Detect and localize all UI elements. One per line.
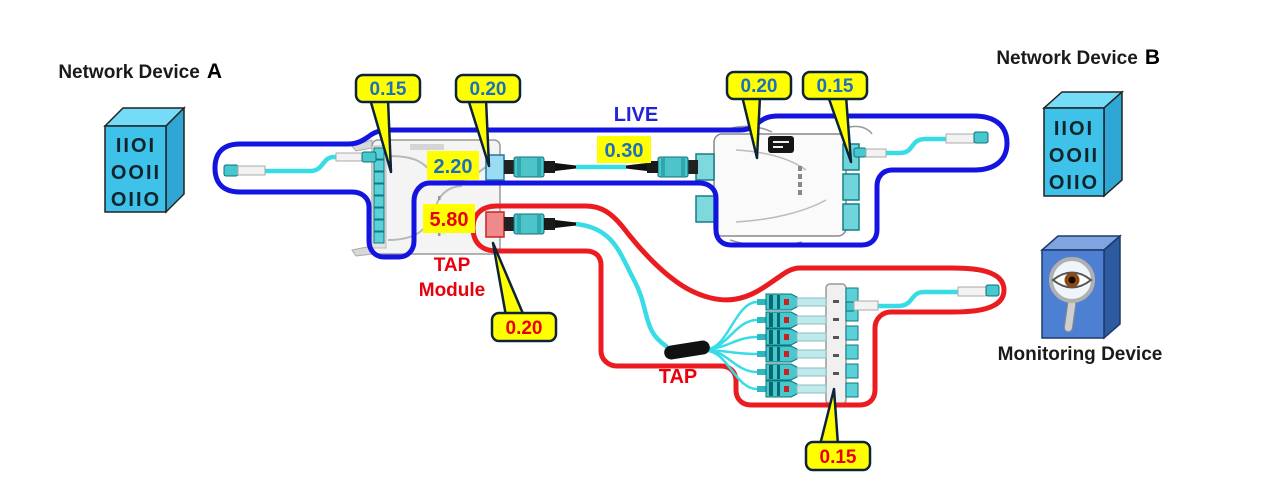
callout-cassette-lc: 0.15: [801, 70, 869, 164]
cassette-mpo-port-1: [695, 153, 715, 181]
tap-module-top-label: [410, 144, 444, 150]
fanout-body: [664, 340, 710, 360]
callout-cassette-mpo-value: 0.20: [741, 76, 778, 97]
patch-b-fiber: [883, 136, 949, 156]
callout-tap-mpo-value: 0.20: [506, 318, 543, 339]
callout-cassette-lc-value: 0.15: [817, 76, 854, 97]
callout-cassette-lc-box: [801, 70, 869, 101]
monitor-side-face: [1103, 234, 1121, 340]
tap-module-lc-port-strip: [373, 147, 385, 244]
tap-lc-connector-2: [756, 311, 827, 329]
patch-a-east-tip: [361, 151, 377, 163]
tap-path: [470, 203, 1007, 408]
magnifier-eye-icon: [1049, 257, 1095, 333]
callout-module-mpo-box: [454, 73, 522, 104]
cassette-mpo-port-2: [695, 195, 715, 223]
callout-cassette-mpo: 0.20: [725, 70, 793, 160]
patch-a-fiber: [262, 154, 341, 174]
live-label: LIVE: [614, 104, 658, 126]
cassette-label-line2: [773, 146, 783, 148]
callout-module-mpo-value: 0.20: [470, 79, 507, 100]
tap-lc-connector-3: [756, 328, 827, 346]
device-a-front-face: [104, 125, 167, 213]
device-a-code-line3: OIIO: [111, 189, 161, 211]
panel-text-marks: [833, 300, 839, 375]
tap-lc-connector-6: [756, 380, 827, 398]
value-tap-insertion-text: 5.80: [430, 209, 469, 231]
patch-b-east-body: [945, 133, 975, 144]
cassette-inner-line-2: [735, 199, 827, 223]
trunk-cable: [503, 156, 699, 178]
callout-module-lc-value: 0.15: [370, 79, 407, 100]
value-trunk: 0.30: [597, 136, 651, 163]
monitor-east-tip: [985, 284, 1000, 297]
value-live-insertion-text: 2.20: [434, 156, 473, 178]
callout-tap-mpo: 0.20: [490, 241, 558, 343]
mpo-connector-tap: [503, 213, 577, 235]
device-a-code-line1: IIOI: [116, 135, 156, 157]
patch-b-west-body: [865, 148, 887, 158]
callout-module-lc-box: [354, 73, 422, 104]
value-live-insertion-bg: [427, 151, 479, 180]
cassette-lc-adapter-2: [842, 173, 860, 201]
patch-a-west-body: [237, 165, 266, 176]
tap-lc-connector-4: [756, 345, 827, 363]
patch-b-east-tip: [973, 131, 989, 144]
tap-lc-connector-1: [756, 293, 827, 311]
monitor-west-tip: [845, 301, 855, 312]
value-trunk-bg: [597, 136, 651, 163]
patch-cable-b: [853, 131, 989, 158]
patch-a-west-tip: [223, 164, 239, 177]
harness-fiber: [573, 221, 669, 349]
monitor-east-body: [957, 286, 987, 297]
callout-panel-lc-value: 0.15: [820, 447, 857, 468]
tap-harness: [503, 213, 827, 398]
tap-module-label: TAP Module: [419, 255, 486, 301]
device-b-code-line2: OOII: [1049, 145, 1099, 167]
device-a-side-face: [165, 106, 185, 214]
callout-module-live-mpo: 0.20: [454, 73, 522, 168]
cassette-vertical-text-marks: [798, 166, 802, 195]
value-tap-insertion: 5.80: [423, 204, 475, 233]
callout-panel-lc-box: [804, 440, 872, 472]
value-live-insertion: 2.20: [427, 151, 479, 180]
panel-adapter-column: [845, 287, 859, 398]
patch-b-west-tip: [853, 147, 867, 158]
tap-module-label-line2: Module: [419, 280, 486, 301]
value-trunk-text: 0.30: [605, 140, 644, 162]
mpo-connector-live-west: [503, 156, 577, 178]
live-path: [212, 113, 1010, 260]
value-tap-insertion-bg: [423, 204, 475, 233]
monitoring-device: Monitoring Device: [998, 234, 1163, 365]
monitor-title: Monitoring Device: [998, 344, 1163, 365]
tap-label: TAP: [659, 366, 698, 388]
tap-module-label-line1: TAP: [434, 255, 471, 276]
tap-mpo-port: [485, 211, 505, 238]
callout-tap-mpo-box: [490, 311, 558, 343]
callout-cassette-mpo-box: [725, 70, 793, 101]
device-b-code-line1: IIOI: [1054, 118, 1094, 140]
patch-a-east-body: [335, 152, 363, 162]
device-b-front-face: [1043, 107, 1105, 197]
device-b-code-line3: OIIO: [1049, 172, 1099, 194]
monitor-patch-cable: [845, 284, 1000, 312]
cassette-black-label: [768, 136, 794, 153]
cassette-lc-adapter-3: [842, 203, 860, 231]
tap-lc-connector-5: [756, 363, 827, 381]
callout-module-lc-ports: 0.15: [354, 73, 422, 174]
monitor-west-body: [853, 300, 879, 311]
cassette-label-line1: [773, 141, 789, 143]
patch-cable-a: [223, 151, 377, 177]
device-a-code-line2: OOII: [111, 162, 161, 184]
device-b-side-face: [1103, 90, 1123, 198]
fanout-fibers: [707, 300, 758, 391]
callout-tap-mpo-pointer: [491, 241, 526, 318]
callout-panel-lc: 0.15: [804, 387, 872, 472]
monitor-fiber: [875, 289, 961, 309]
